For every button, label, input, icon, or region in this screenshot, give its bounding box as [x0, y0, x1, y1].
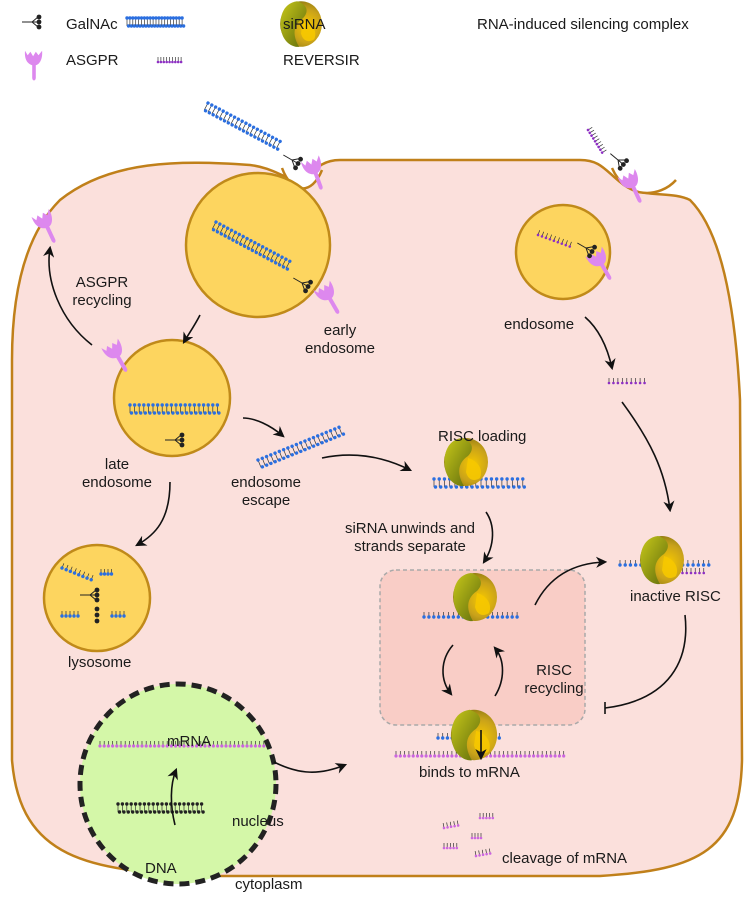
endosome-label: endosome [504, 316, 575, 333]
dna-label: DNA [145, 860, 177, 877]
arrow-risc-down [441, 644, 454, 696]
risc-mrna-complex [450, 709, 498, 761]
nucleus [77, 681, 279, 887]
risc-guide-complex [453, 573, 497, 622]
cleaved-mrna-5 [474, 848, 492, 858]
risc-cycle-box [379, 569, 586, 726]
cleavage-label: cleavage of mRNA [502, 850, 628, 867]
risc-loading-label: RISC loading [438, 428, 527, 445]
arrow-transcription [167, 767, 178, 826]
galnac-membrane-sirna [279, 148, 305, 172]
asgpr-legend-icon [24, 50, 43, 81]
legend-galnac-label: GalNAc [66, 16, 118, 33]
cleaved-mrna-4 [442, 843, 459, 850]
sirna-escaped [256, 425, 346, 469]
cytoplasm-label: cytoplasm [235, 876, 303, 893]
inactive-risc-complex [640, 536, 684, 585]
sirna-legend-strand [125, 16, 186, 28]
reversir-extracellular [586, 127, 607, 154]
sirna-legend-icon [125, 16, 186, 28]
sirna-extracellular [203, 101, 282, 151]
legend-sirna-label: siRNA [283, 16, 326, 33]
lysosome-label: lysosome [68, 654, 132, 671]
sirna-late-endosome [128, 403, 221, 415]
reversir-legend-icon [156, 57, 183, 64]
arrow-to-lysosome [135, 481, 171, 547]
reversir-endosome [514, 203, 612, 301]
cleaved-mrna-3 [470, 833, 483, 840]
dna-nucleus [116, 802, 205, 814]
arrow-endosome-escape [242, 417, 285, 438]
inhibition-line [604, 614, 687, 709]
galnac-legend-icon [21, 14, 42, 30]
galnac-sugar-dot [94, 612, 100, 618]
lysosome-fragment-3 [60, 611, 80, 618]
cleaved-mrna-1 [442, 820, 460, 830]
galnac-sugar-dot [94, 618, 100, 624]
arrow-endosome-release [584, 316, 616, 371]
arrow-risc-up [493, 646, 506, 697]
lysosome-fragment-4 [110, 611, 126, 618]
arrow-mrna-export [273, 761, 348, 774]
lysosome-fragment-1 [60, 563, 94, 582]
reversir-endosome [536, 230, 572, 248]
mrna-nucleus [98, 741, 266, 748]
arrow-to-inactive [534, 556, 608, 606]
mrna-label: mRNA [167, 733, 212, 750]
reversir-free [607, 378, 646, 385]
arrow-early-to-late [182, 314, 201, 344]
late-endosome [112, 338, 232, 458]
arrow-asgpr-recycling [43, 245, 93, 346]
lysosome-fragment-2 [99, 569, 114, 576]
legend-asgpr-label: ASGPR [66, 52, 119, 69]
cleaved-mrna-2 [478, 813, 495, 820]
arrow-to-risc-loading [321, 454, 413, 472]
nucleus-label: nucleus [232, 813, 284, 830]
galnac-reversir [605, 147, 631, 173]
legend [21, 1, 322, 81]
legend-risc-label: RNA-induced silencing complex [477, 16, 689, 33]
arrow-to-inactive-risc [621, 401, 675, 513]
legend-reversir-label: REVERSIR [283, 52, 360, 69]
galnac-sugar-dot [94, 606, 100, 612]
inactive-risc-label: inactive RISC [630, 588, 721, 605]
reversir-legend-strand [156, 57, 183, 64]
arrow-unwind [482, 511, 494, 564]
binds-mrna-label: binds to mRNA [419, 764, 520, 781]
arrows [43, 245, 687, 826]
sirna-early-endosome [211, 220, 292, 271]
